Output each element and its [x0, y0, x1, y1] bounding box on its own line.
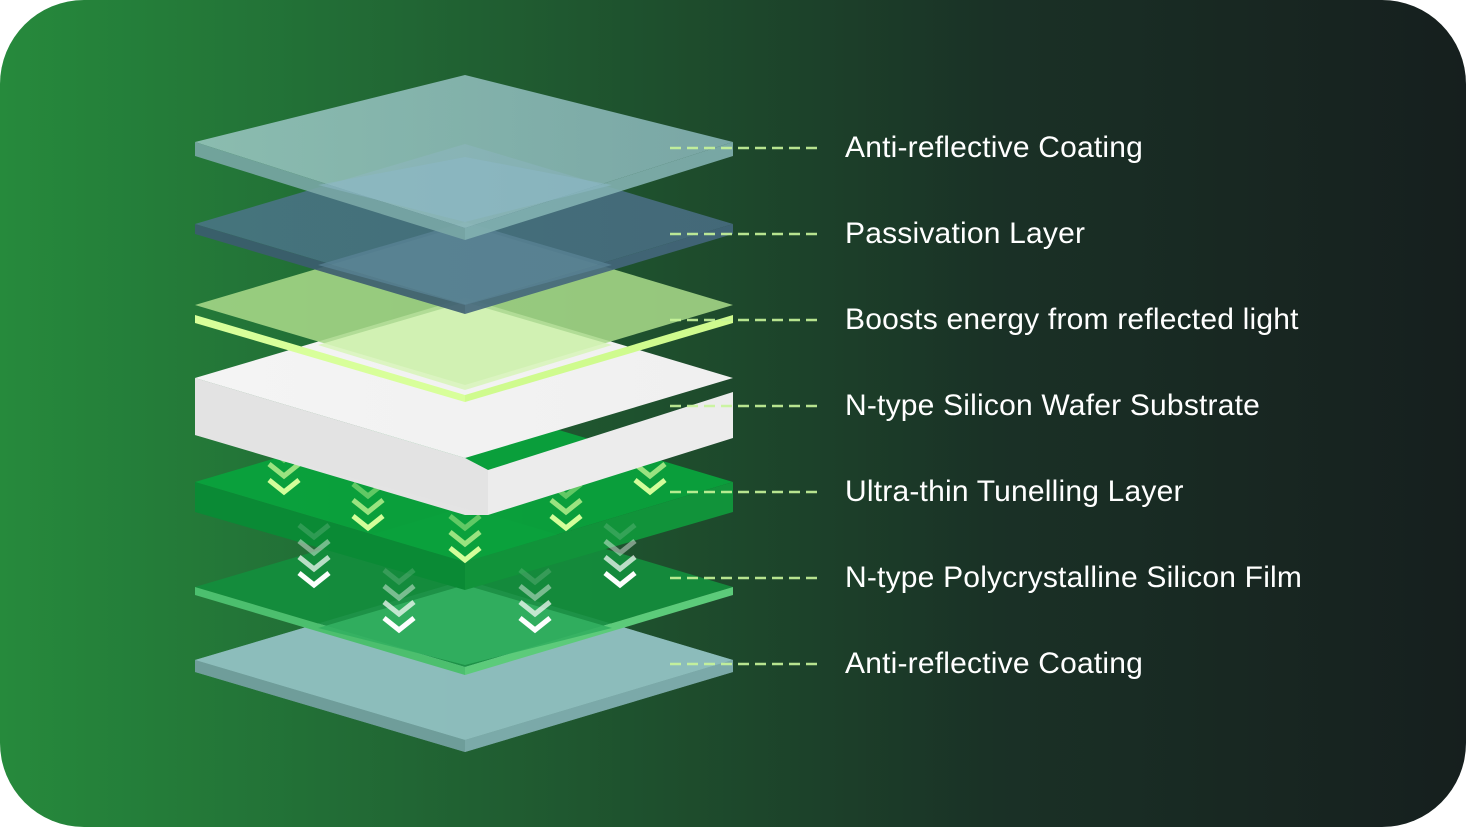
- chevron: [518, 600, 552, 618]
- chevron: [549, 498, 583, 516]
- chevron: [382, 584, 416, 602]
- chevron: [518, 616, 552, 634]
- chevron: [603, 571, 637, 589]
- chevron: [448, 546, 482, 564]
- chevron: [297, 555, 331, 573]
- label-layer-1: Anti-reflective Coating: [845, 131, 1144, 164]
- chevron: [603, 539, 637, 557]
- chevron: [518, 584, 552, 602]
- chevron: [382, 568, 416, 586]
- label-layer-7: Anti-reflective Coating: [845, 647, 1144, 680]
- chevron: [297, 523, 331, 541]
- label-layer-6: N-type Polycrystalline Silicon Film: [845, 561, 1303, 594]
- chevron: [518, 568, 552, 586]
- chevron: [382, 616, 416, 634]
- chevron: [603, 523, 637, 541]
- label-layer-5: Ultra-thin Tunelling Layer: [845, 475, 1184, 508]
- chevron: [267, 462, 301, 480]
- chevron: [633, 462, 667, 480]
- chevron: [382, 600, 416, 618]
- chevron: [297, 539, 331, 557]
- label-layer-2: Passivation Layer: [845, 217, 1086, 250]
- chevron: [267, 478, 301, 496]
- chevron: [549, 514, 583, 532]
- chevron: [351, 514, 385, 532]
- leader-lines: [670, 146, 822, 666]
- down-arrow-9: [603, 523, 637, 589]
- chevron: [448, 514, 482, 532]
- layer-1-anti-reflective-coating: [195, 75, 733, 240]
- down-arrow-6: [297, 523, 331, 589]
- chevron: [633, 478, 667, 496]
- label-layer-4: N-type Silicon Wafer Substrate: [845, 389, 1261, 422]
- label-layer-3: Boosts energy from reflected light: [845, 303, 1299, 336]
- down-arrow-8: [518, 568, 552, 634]
- chevron: [448, 530, 482, 548]
- chevron: [297, 571, 331, 589]
- chevron: [603, 555, 637, 573]
- down-arrow-7: [382, 568, 416, 634]
- chevron: [351, 498, 385, 516]
